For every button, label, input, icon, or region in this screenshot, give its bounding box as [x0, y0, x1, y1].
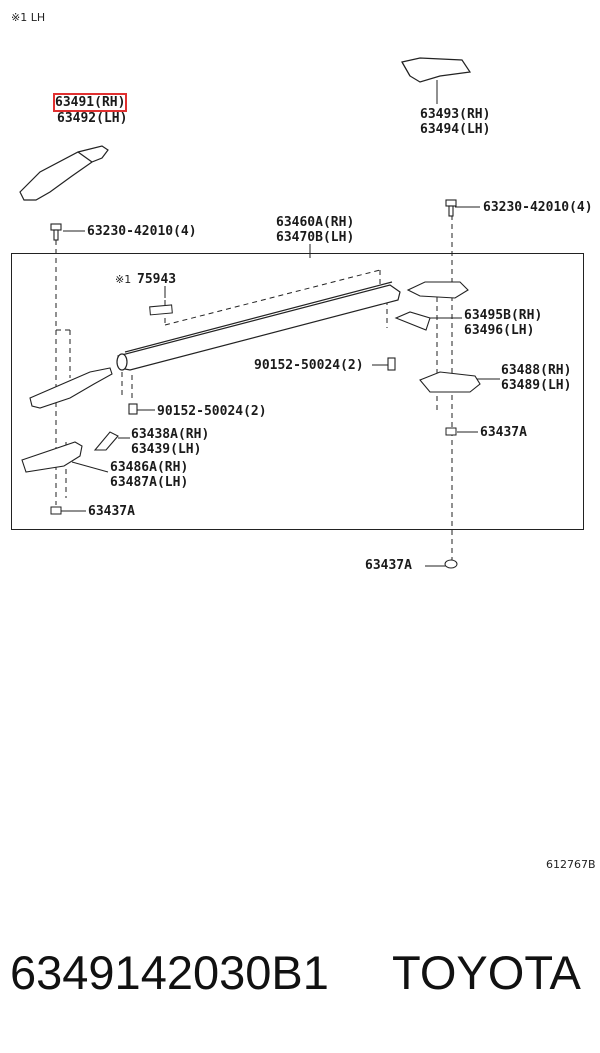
part-label-63493: 63493(RH): [420, 107, 491, 122]
part-label-63495: 63495B(RH): [464, 308, 543, 323]
part-label-63438: 63438A(RH): [131, 427, 210, 442]
end-cover-front-shape: [19, 145, 109, 201]
assembly-frame: [11, 253, 584, 530]
note-label: ※1 LH: [11, 11, 46, 24]
part-label-63437-left: 63437A: [88, 504, 135, 519]
brand-name: TOYOTA: [392, 946, 581, 999]
bolt-shapes: [50, 199, 457, 415]
part-label-63437-bottom: 63437A: [365, 558, 412, 573]
diagram-drawing: [19, 57, 500, 569]
catalog-code: 612767B: [546, 858, 596, 871]
spacer-75943-shape: [149, 304, 173, 316]
part-label-63460: 63460A(RH): [276, 215, 355, 230]
part-label-63489: 63489(LH): [501, 378, 572, 393]
footer: 6349142030B1 TOYOTA: [0, 938, 600, 1008]
part-label-63437-right: 63437A: [480, 425, 527, 440]
right-brackets: [394, 281, 481, 393]
part-label-63492: 63492(LH): [57, 111, 128, 126]
part-number: 6349142030B1: [10, 946, 329, 999]
pad-shapes: [50, 427, 458, 569]
part-label-75943: 75943: [137, 272, 177, 287]
part-label-63439: 63439(LH): [131, 442, 202, 457]
screw-label-mid: 90152-50024(2): [254, 358, 364, 373]
left-brackets: [21, 367, 119, 473]
part-label-63487: 63487A(LH): [110, 475, 189, 490]
ref-mark: ※1: [115, 273, 132, 286]
part-label-63494: 63494(LH): [420, 122, 491, 137]
bolt-label-right: 63230-42010(4): [483, 200, 593, 215]
parts-diagram: ※1 LH: [11, 11, 596, 871]
part-label-63488: 63488(RH): [501, 363, 572, 378]
part-label-63470: 63470B(LH): [276, 230, 355, 245]
part-label-63496: 63496(LH): [464, 323, 535, 338]
part-label-63486: 63486A(RH): [110, 460, 189, 475]
part-label-63491-highlighted[interactable]: 63491(RH): [52, 93, 128, 112]
screw-label-left: 90152-50024(2): [157, 404, 267, 419]
end-cover-rear-shape: [401, 57, 472, 83]
roof-rail-shape: [116, 281, 401, 371]
leader-lines: [60, 80, 500, 567]
bolt-label-left: 63230-42010(4): [87, 224, 197, 239]
